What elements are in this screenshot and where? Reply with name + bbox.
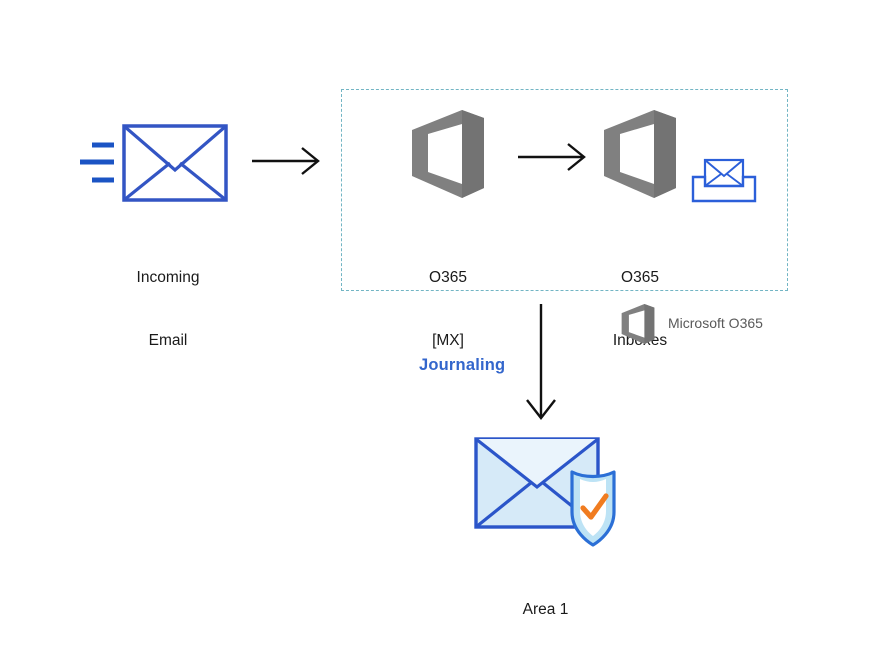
inbox-envelope-node	[690, 157, 758, 205]
microsoft-office-icon	[604, 110, 676, 198]
area1-caption: Area 1 email security	[463, 558, 628, 653]
arrow-head	[301, 147, 320, 175]
journaling-label: Journaling	[419, 356, 506, 374]
inbox-letter-fold-right	[726, 173, 744, 187]
arrow-mx-to-inboxes	[518, 139, 590, 175]
area1-check-icon	[580, 493, 609, 520]
area1-envelope-flap-fill	[476, 439, 598, 487]
legend-office-icon-wrap	[618, 303, 658, 345]
office-right-face	[462, 110, 484, 198]
arrow-inboxes-to-area1	[518, 300, 564, 425]
o365-mx-caption: O365 [MX]	[362, 226, 534, 393]
area1-shield-inner	[580, 479, 606, 536]
arrow-head	[526, 399, 556, 420]
microsoft-office-icon	[621, 304, 655, 344]
legend-label: Microsoft O365	[668, 315, 763, 331]
office-inner-panel	[620, 124, 654, 184]
envelope-shield-check-icon	[474, 437, 616, 547]
envelope-fold-left	[122, 161, 172, 202]
arrow-head	[567, 143, 586, 171]
area1-envelope-fold-left	[474, 480, 534, 529]
area1-caption-line1: Area 1	[522, 600, 569, 618]
incoming-email-caption-line2: Email	[148, 331, 188, 349]
envelope-outline-icon	[80, 124, 228, 202]
office-inner-panel	[628, 310, 645, 338]
arrow-down-icon	[526, 304, 556, 420]
office-right-face	[654, 110, 676, 198]
inbox-letter-flap	[704, 159, 744, 178]
o365-inboxes-caption-line1: O365	[621, 268, 659, 286]
o365-mx-node	[404, 108, 492, 200]
microsoft-o365-boundary-region	[341, 89, 788, 291]
incoming-email-node	[70, 120, 230, 210]
envelope-flap	[122, 124, 228, 173]
arrow-right-icon	[518, 143, 586, 171]
o365-mx-caption-line2: [MX]	[432, 331, 464, 349]
o365-inboxes-node	[596, 108, 684, 200]
area1-node	[468, 432, 638, 547]
arrow-right-icon	[252, 147, 320, 175]
envelope-fold-right	[178, 161, 228, 202]
inbox-letter-fold-left	[704, 173, 722, 187]
arrow-incoming-to-mx	[252, 143, 324, 179]
incoming-email-caption: Incoming Email	[88, 226, 248, 393]
office-right-face	[644, 304, 655, 344]
area1-envelope-flap	[475, 437, 599, 490]
open-inbox-envelope-icon	[691, 158, 757, 203]
incoming-email-caption-line1: Incoming	[136, 268, 200, 286]
o365-mx-caption-line1: O365	[429, 268, 467, 286]
microsoft-office-icon	[412, 110, 484, 198]
office-inner-panel	[428, 124, 462, 184]
inbox-tray	[691, 175, 757, 203]
